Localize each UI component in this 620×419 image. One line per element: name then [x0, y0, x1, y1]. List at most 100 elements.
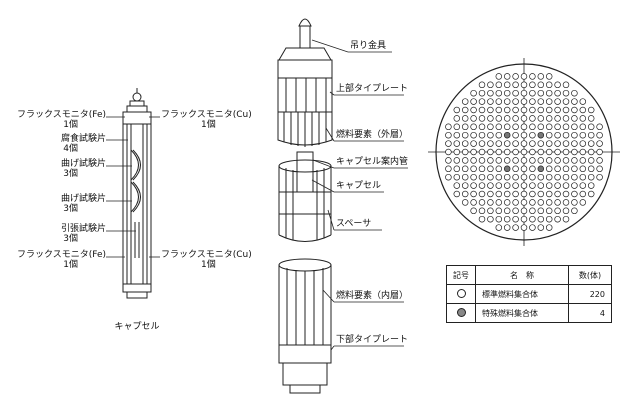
- legend-name-special: 特殊燃料集合体: [475, 303, 569, 323]
- standard-assembly-position: [571, 115, 578, 122]
- standard-assembly-position: [571, 89, 578, 97]
- standard-assembly-position: [520, 207, 528, 215]
- standard-assembly-position: [587, 148, 595, 156]
- standard-assembly-position: [537, 182, 545, 189]
- standard-assembly-position: [579, 115, 587, 122]
- standard-assembly-position: [554, 173, 561, 181]
- standard-assembly-position: [520, 215, 528, 223]
- standard-assembly-position: [579, 190, 587, 198]
- capsule-leaders: [106, 116, 160, 258]
- standard-assembly-position: [562, 89, 570, 97]
- special-assembly-position: [537, 131, 545, 139]
- standard-assembly-position: [579, 157, 587, 164]
- standard-assembly-position: [495, 115, 503, 122]
- standard-assembly-position: [596, 131, 603, 139]
- standard-assembly-position: [487, 199, 494, 206]
- standard-assembly-position: [453, 115, 461, 122]
- standard-assembly-position: [512, 89, 519, 97]
- standard-assembly-position: [453, 131, 461, 139]
- standard-assembly-position: [503, 207, 511, 215]
- standard-assembly-position: [596, 148, 603, 156]
- standard-assembly-position: [520, 148, 528, 156]
- standard-assembly-position: [470, 173, 477, 181]
- label-fuel-element-inner: 燃料要素（内層）: [336, 291, 409, 301]
- standard-assembly-position: [537, 190, 545, 198]
- standard-assembly-position: [545, 224, 553, 231]
- standard-assembly-position: [470, 89, 477, 97]
- standard-assembly-position: [512, 81, 519, 89]
- standard-assembly-position: [537, 224, 545, 231]
- standard-assembly-position: [520, 199, 528, 206]
- standard-assembly-position: [545, 81, 553, 89]
- standard-assembly-position: [554, 140, 561, 147]
- standard-assembly-position: [470, 157, 477, 164]
- standard-assembly-position: [503, 115, 511, 122]
- standard-assembly-position: [453, 123, 461, 131]
- standard-assembly-position: [461, 106, 469, 114]
- standard-assembly-position: [478, 123, 486, 131]
- standard-assembly-position: [461, 182, 469, 189]
- standard-assembly-position: [529, 207, 536, 215]
- standard-assembly-position: [587, 190, 595, 198]
- standard-assembly-position: [470, 115, 477, 122]
- standard-assembly-position: [554, 98, 561, 105]
- label-fuel-element-outer: 燃料要素（外層）: [336, 130, 409, 140]
- standard-assembly-position: [487, 215, 494, 223]
- standard-assembly-position: [495, 182, 503, 189]
- standard-assembly-position: [512, 165, 519, 173]
- standard-assembly-position: [503, 81, 511, 89]
- standard-assembly-position: [445, 131, 452, 139]
- standard-assembly-position: [487, 98, 494, 105]
- capsule-label-flux-cu-top: フラックスモニタ(Cu) 1個: [161, 110, 252, 130]
- standard-assembly-position: [495, 190, 503, 198]
- standard-assembly-position: [487, 115, 494, 122]
- fuel-assembly-drawing: [277, 18, 333, 394]
- standard-assembly-position: [571, 148, 578, 156]
- standard-assembly-position: [461, 165, 469, 173]
- standard-assembly-position: [587, 140, 595, 147]
- standard-assembly-position: [445, 140, 452, 147]
- standard-assembly-position: [529, 123, 536, 131]
- standard-assembly-position: [470, 182, 477, 189]
- standard-assembly-position: [503, 224, 511, 231]
- standard-assembly-position: [529, 165, 536, 173]
- standard-assembly-position: [537, 215, 545, 223]
- standard-assembly-position: [487, 173, 494, 181]
- standard-assembly-position: [579, 199, 587, 206]
- standard-assembly-position: [520, 115, 528, 122]
- standard-assembly-position: [562, 98, 570, 105]
- standard-assembly-position: [554, 190, 561, 198]
- special-assembly-position: [537, 165, 545, 173]
- assembly-leaders: [311, 39, 408, 351]
- capsule-label-tensile: 引張試験片 3個: [60, 224, 106, 244]
- standard-assembly-position: [478, 182, 486, 189]
- standard-assembly-position: [512, 173, 519, 181]
- label-upper-tie-plate: 上部タイプレート: [336, 84, 409, 94]
- legend-row-special: 特殊燃料集合体 4: [446, 303, 612, 323]
- standard-assembly-position: [520, 140, 528, 147]
- standard-assembly-position: [470, 106, 477, 114]
- standard-assembly-position: [554, 123, 561, 131]
- standard-assembly-position: [545, 148, 553, 156]
- standard-assembly-position: [487, 207, 494, 215]
- standard-assembly-position: [571, 98, 578, 105]
- standard-assembly-position: [512, 207, 519, 215]
- standard-assembly-position: [470, 190, 477, 198]
- standard-assembly-position: [512, 224, 519, 231]
- standard-assembly-position: [487, 148, 494, 156]
- standard-assembly-position: [453, 148, 461, 156]
- standard-assembly-position: [503, 173, 511, 181]
- standard-assembly-position: [512, 215, 519, 223]
- standard-assembly-position: [495, 140, 503, 147]
- standard-assembly-position: [562, 182, 570, 189]
- standard-assembly-position: [520, 89, 528, 97]
- standard-assembly-position: [503, 157, 511, 164]
- standard-assembly-position: [562, 115, 570, 122]
- standard-assembly-position: [478, 157, 486, 164]
- standard-assembly-position: [545, 157, 553, 164]
- standard-assembly-position: [503, 123, 511, 131]
- standard-assembly-position: [537, 98, 545, 105]
- standard-assembly-position: [537, 106, 545, 114]
- standard-assembly-position: [478, 106, 486, 114]
- standard-assembly-position: [596, 123, 603, 131]
